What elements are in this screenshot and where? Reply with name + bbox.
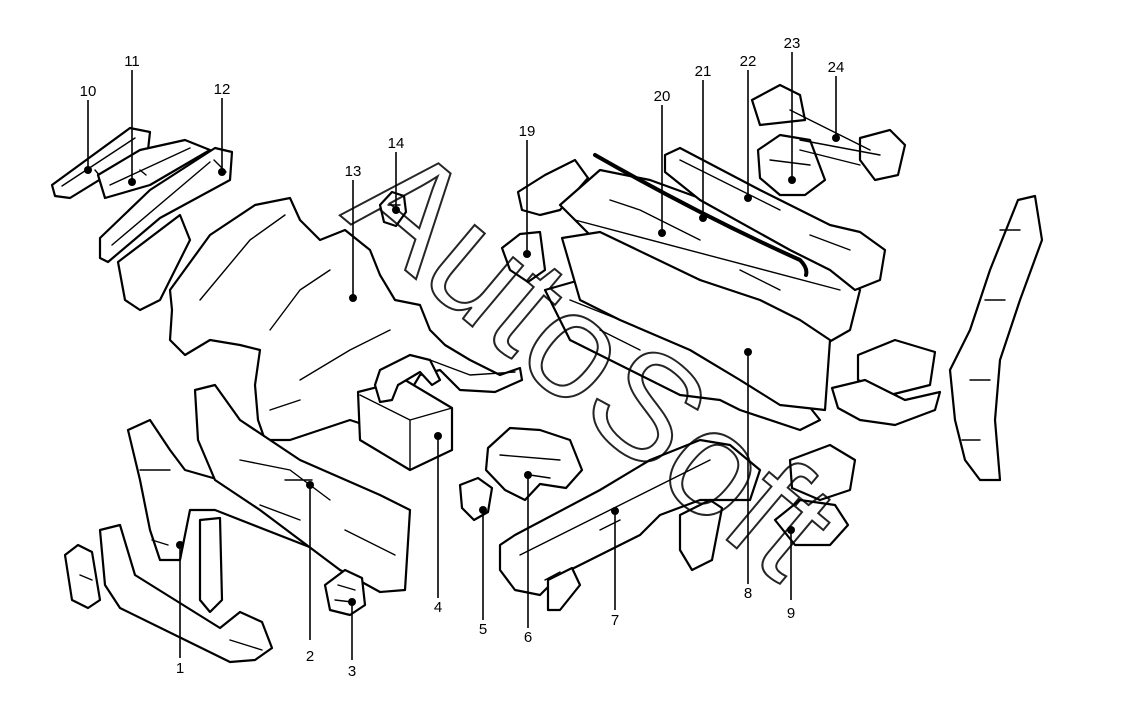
callout-3: 3 <box>348 663 356 680</box>
part-4-battery <box>356 353 454 472</box>
part-22-wiper-linkage <box>663 146 887 292</box>
callout-13: 13 <box>345 163 362 180</box>
side-pillar <box>948 194 1044 482</box>
callout-9: 9 <box>787 605 795 622</box>
part-2-front-panel <box>193 383 412 594</box>
callout-5: 5 <box>479 621 487 638</box>
part-9-ecu-module <box>773 443 857 547</box>
callout-23: 23 <box>784 35 801 52</box>
control-box <box>830 338 942 427</box>
callout-10: 10 <box>80 83 97 100</box>
part-3-horn <box>323 568 367 617</box>
callout-11: 11 <box>124 53 140 70</box>
callout-12: 12 <box>214 81 231 98</box>
callout-2: 2 <box>306 648 314 665</box>
callout-24: 24 <box>828 59 845 76</box>
callout-14: 14 <box>388 135 405 152</box>
part-6-mount-bracket <box>484 426 584 502</box>
leader-lines <box>84 52 840 660</box>
callout-21: 21 <box>695 63 712 80</box>
part-5-mount-small <box>458 476 494 522</box>
callout-8: 8 <box>744 585 752 602</box>
part-8-dash-panel <box>543 230 832 432</box>
callout-labels: 1 2 3 4 5 6 7 8 9 10 11 12 13 14 19 20 2… <box>80 35 845 680</box>
callout-4: 4 <box>434 599 442 616</box>
callout-19: 19 <box>519 123 536 140</box>
part-13-fender-apron <box>116 196 524 442</box>
part-24-wiper-arms <box>789 109 907 182</box>
part-19-bracket <box>500 158 590 284</box>
callout-6: 6 <box>524 629 532 646</box>
callout-1: 1 <box>176 660 184 677</box>
callout-20: 20 <box>654 88 671 105</box>
part-21-cable <box>593 153 809 277</box>
callout-7: 7 <box>611 612 619 629</box>
part-7-side-member <box>498 438 762 612</box>
callout-22: 22 <box>740 53 757 70</box>
